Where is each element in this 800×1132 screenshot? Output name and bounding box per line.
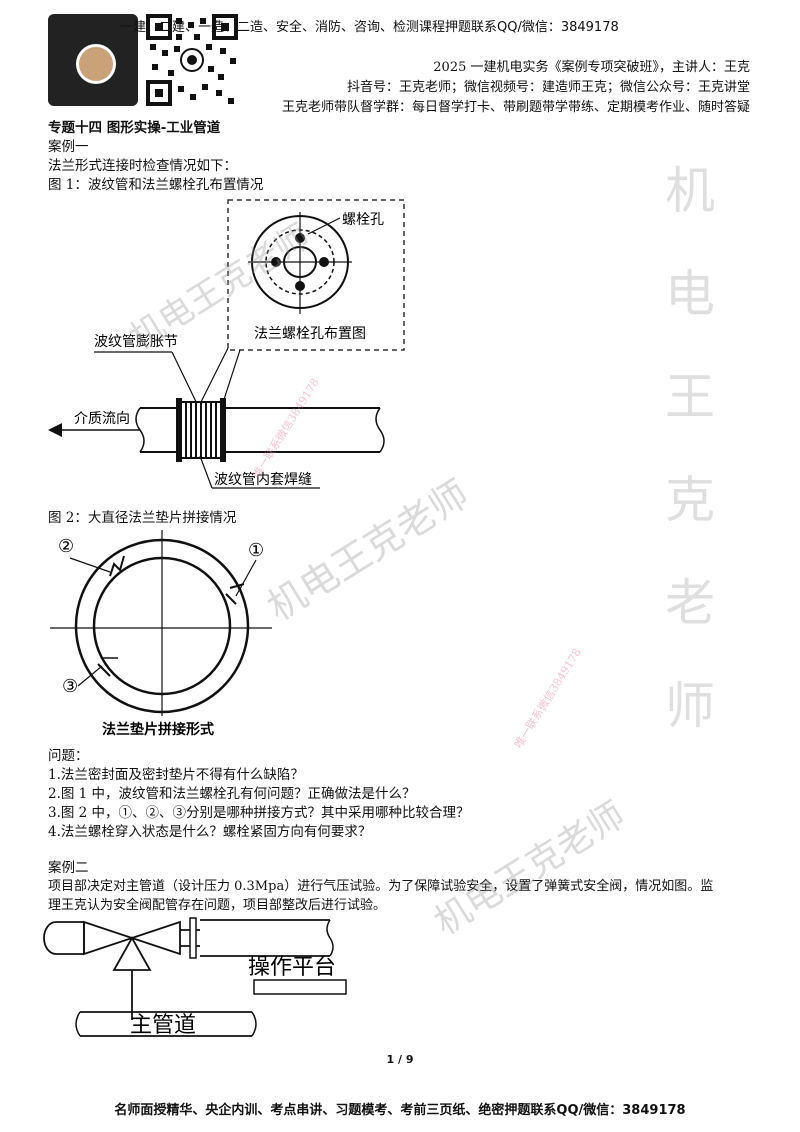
label-2: ② — [58, 536, 74, 557]
weld-label: 波纹管内套焊缝 — [214, 472, 312, 488]
fig2-caption: 图 2：大直径法兰垫片拼接情况 — [48, 510, 237, 526]
bolt-hole-bottom — [295, 281, 305, 291]
main-pipe-label: 主管道 — [130, 1013, 196, 1038]
header-social-line: 抖音号：王克老师；微信视频号：建造师王克；微信公众号：王克讲堂 — [346, 80, 750, 95]
figure-safety-valve: 操作平台 主管道 — [43, 917, 347, 1038]
watermark-vertical: 机电 王克 老师 — [665, 162, 715, 735]
figure-bellows-flange: 螺栓孔 法兰螺栓孔布置图 波纹管膨胀节 介质流向 波纹管内套焊缝 — [48, 199, 405, 489]
valve-left — [83, 920, 135, 956]
bolt-hole-left — [271, 257, 281, 267]
gasket-caption: 法兰垫片拼接形式 — [102, 721, 214, 738]
platform-label: 操作平台 — [248, 955, 336, 980]
case1-intro: 法兰形式连接时检查情况如下： — [48, 158, 237, 174]
bolt-hole-top — [295, 233, 305, 243]
bolt-layout-frame — [227, 199, 405, 351]
page-number: 1 / 9 — [386, 1053, 414, 1066]
label-1: ① — [248, 540, 264, 561]
section-title: 专题十四 图形实操-工业管道 — [48, 120, 221, 136]
label-3: ③ — [62, 676, 78, 697]
splice-1 — [225, 593, 237, 605]
douyin-qr-code — [48, 14, 138, 106]
gasket-outer — [74, 538, 250, 714]
bolt-hole-right — [319, 257, 329, 267]
header-course-line: 2025 一建机电实务《案例专项突破班》，主讲人：王克 — [433, 60, 750, 75]
header-group-line: 王克老师带队督学群：每日督学打卡、带刷题带学带练、定期模考作业、随时答疑 — [281, 100, 750, 115]
question-1: 1.法兰密封面及密封垫片不得有什么缺陷？ — [48, 767, 304, 783]
flow-arrow-head — [48, 423, 62, 437]
question-3: 3.图 2 中，①、②、③分别是哪种拼接方式？其中采用哪种比较合理？ — [48, 805, 470, 821]
valve-right — [129, 920, 181, 956]
splice-2 — [109, 555, 125, 577]
avatar — [76, 44, 116, 84]
figure-gasket-splice: ② ① ③ 法兰垫片拼接形式 — [50, 530, 272, 738]
question-4: 4.法兰螺栓穿入状态是什么？螺栓紧固方向有何要求？ — [48, 824, 372, 840]
bellows-label: 波纹管膨胀节 — [94, 333, 178, 350]
bolt-layout-label: 法兰螺栓孔布置图 — [254, 326, 366, 342]
fig1-caption: 图 1：波纹管和法兰螺栓孔布置情况 — [48, 177, 264, 193]
footer-contact: 名师面授精华、央企内训、考点串讲、习题模考、考前三页纸、绝密押题联系QQ/微信：… — [114, 1103, 686, 1118]
header-contact-line: 一建、二建、一造、二造、安全、消防、咨询、检测课程押题联系QQ/微信：38491… — [120, 20, 619, 35]
question-2: 2.图 1 中，波纹管和法兰螺栓孔有何问题？正确做法是什么？ — [48, 786, 416, 802]
questions-title: 问题： — [48, 748, 89, 764]
splice-3 — [97, 663, 111, 677]
watermark-small-2: 唯一联系微信3849178 — [511, 646, 584, 751]
case2-title: 案例二 — [48, 860, 89, 876]
gasket-inner — [92, 556, 232, 696]
case1-title: 案例一 — [48, 139, 89, 155]
flow-label: 介质流向 — [74, 411, 130, 427]
wechat-qr-code — [146, 14, 238, 106]
case2-para-line2: 理王克认为安全阀配管存在问题，项目部整改后进行试验。 — [48, 898, 387, 913]
platform — [253, 979, 347, 995]
bolt-hole-label: 螺栓孔 — [342, 212, 384, 228]
case2-para-line1: 项目部决定对主管道（设计压力 0.3Mpa）进行气压试验。为了保障试验安全，设置… — [48, 879, 714, 894]
